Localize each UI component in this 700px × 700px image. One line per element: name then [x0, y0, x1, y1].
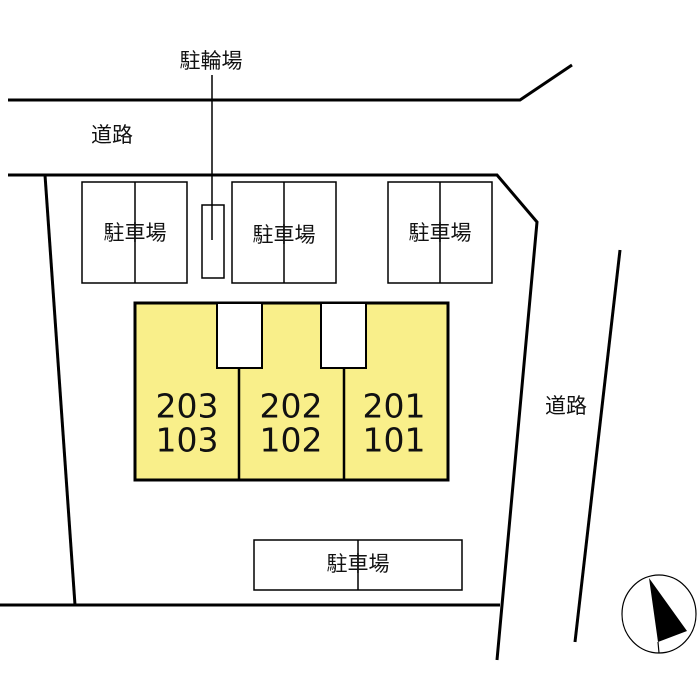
- stair-notch-1: [216, 302, 263, 369]
- road-right-label: 道路: [545, 394, 587, 418]
- unit-202-102: 202 102: [260, 387, 323, 460]
- parking-bottom: 駐車場: [253, 539, 463, 591]
- unit-upper: 203: [156, 387, 219, 426]
- parking-3: 駐車場: [387, 181, 493, 284]
- property-boundary-left: [43, 174, 77, 606]
- parking-2-label: 駐車場: [253, 223, 316, 247]
- unit-lower: 101: [363, 421, 426, 460]
- unit-upper: 202: [260, 387, 323, 426]
- parking-1: 駐車場: [81, 181, 188, 284]
- unit-lower: 102: [260, 421, 323, 460]
- parking-2: 駐車場: [231, 181, 337, 284]
- north-arrow-icon: [621, 574, 697, 654]
- road-right-edge: [573, 249, 622, 643]
- stair-notch-2: [320, 302, 367, 369]
- parking-1-label: 駐車場: [104, 221, 167, 245]
- road-top-label: 道路: [91, 123, 133, 147]
- road-top-edge: [8, 63, 573, 102]
- bicycle-parking-label: 駐輪場: [180, 49, 243, 73]
- building-outline: [133, 301, 450, 482]
- property-boundary-top-right: [8, 173, 539, 661]
- unit-201-101: 201 101: [363, 387, 426, 460]
- building: 203 103 202 102 201 101: [133, 301, 450, 482]
- unit-lower: 103: [156, 421, 219, 460]
- parking-3-label: 駐車場: [409, 221, 472, 245]
- parking-bottom-label: 駐車場: [327, 552, 390, 576]
- unit-upper: 201: [363, 387, 426, 426]
- bicycle-parking: [201, 204, 225, 279]
- unit-203-103: 203 103: [156, 387, 219, 460]
